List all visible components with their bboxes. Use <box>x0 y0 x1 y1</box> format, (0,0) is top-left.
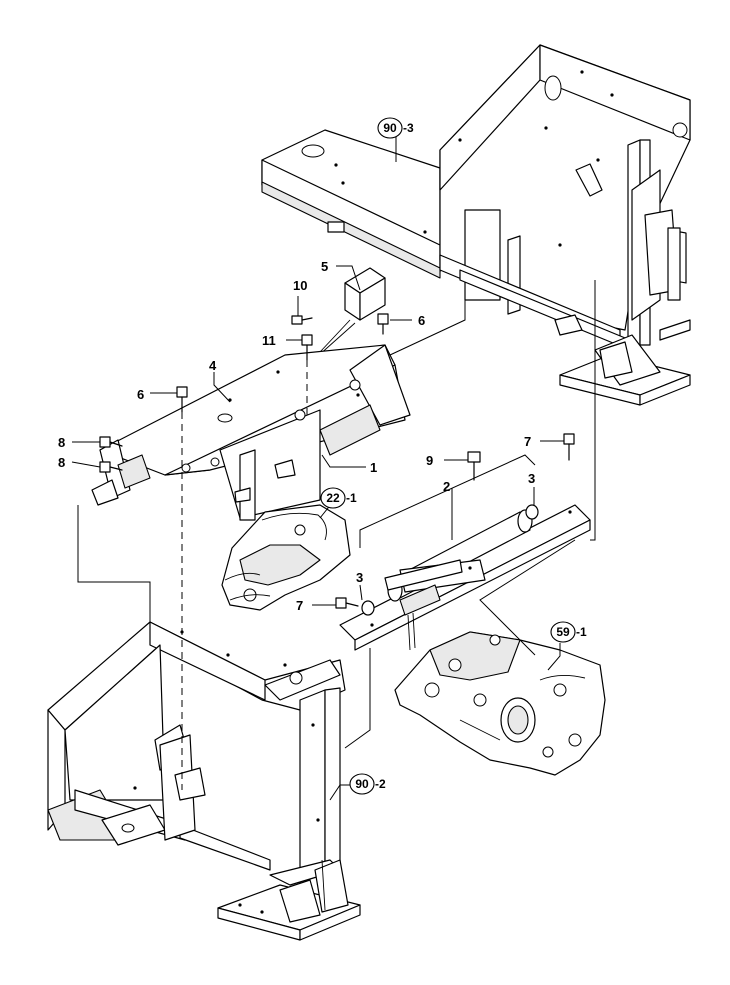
hydraulic-pump-body <box>221 504 351 611</box>
bolt-6-upper <box>377 313 389 335</box>
ref-90-3-number: 90 <box>383 121 397 135</box>
label-part-1: 1 <box>370 460 377 475</box>
assembly-guide-lines <box>77 280 596 790</box>
upper-frame-assembly <box>261 44 691 406</box>
ref-callout-59-1: 59 -1 <box>550 621 587 643</box>
bolt-9 <box>291 315 313 325</box>
label-part-9: 10 <box>293 278 307 293</box>
label-part-10: 11 <box>262 333 276 348</box>
part-number-labels: 5 10 6 11 4 6 8 8 1 9 7 3 2 3 7 <box>58 259 535 613</box>
label-part-8-lower: 8 <box>58 455 65 470</box>
transmission-housing <box>394 631 606 776</box>
ref-22-1-suffix: -1 <box>346 491 357 505</box>
label-part-4: 4 <box>209 358 217 373</box>
label-part-7-left: 7 <box>296 598 303 613</box>
label-part-3-right: 3 <box>528 471 535 486</box>
bolt-7-left <box>335 597 359 609</box>
label-part-3-left: 3 <box>356 570 363 585</box>
callout-leaders <box>71 131 564 801</box>
bracket-part-5 <box>317 267 386 357</box>
ref-callout-22-1: 22 -1 <box>320 487 357 509</box>
ref-90-2-suffix: -2 <box>375 777 386 791</box>
label-part-2: 2 <box>443 479 450 494</box>
ref-22-1-number: 22 <box>326 491 340 505</box>
bolt-11 <box>467 451 481 481</box>
bolt-7-right <box>563 433 575 461</box>
label-part-5: 5 <box>321 259 328 274</box>
ref-59-1-number: 59 <box>556 625 570 639</box>
bolts <box>99 313 575 609</box>
ref-90-3-suffix: -3 <box>403 121 414 135</box>
label-part-6-upper: 6 <box>418 313 425 328</box>
ref-callout-90-3: 90 -3 <box>377 117 414 139</box>
lower-frame-assembly <box>47 621 361 941</box>
ref-90-2-number: 90 <box>355 777 369 791</box>
bolt-6-left <box>176 386 188 413</box>
label-part-7-right: 7 <box>524 434 531 449</box>
label-part-11: 9 <box>426 453 433 468</box>
shaft-assembly-part-2 <box>339 504 591 651</box>
ref-59-1-suffix: -1 <box>576 625 587 639</box>
ref-callout-90-2: 90 -2 <box>349 773 386 795</box>
label-part-8-upper: 8 <box>58 435 65 450</box>
bracket-part-4 <box>91 344 411 521</box>
label-part-6-left: 6 <box>137 387 144 402</box>
